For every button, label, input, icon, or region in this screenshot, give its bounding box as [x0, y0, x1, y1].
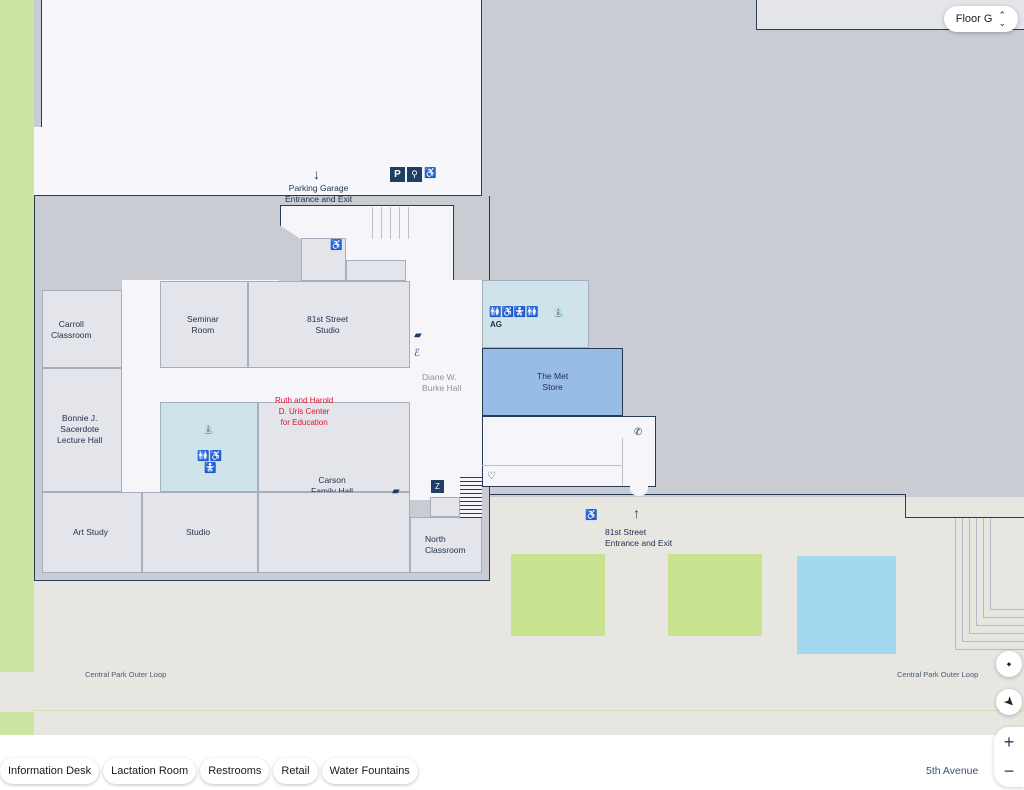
81st-street-entrance-label: 81st Street Entrance and Exit — [605, 527, 673, 548]
restroom-west-icons: 🚻♿ — [197, 451, 222, 462]
terrace-1 — [955, 518, 1024, 650]
road-label-right: Central Park Outer Loop — [897, 670, 979, 679]
assistive-listening-icon: ℰ — [414, 348, 421, 359]
chip-water-fountains[interactable]: Water Fountains — [321, 758, 418, 784]
chip-retail[interactable]: Retail — [273, 758, 318, 784]
park-strip — [0, 0, 34, 735]
upper-building — [34, 0, 482, 196]
east-stairs — [460, 476, 482, 518]
category-chips: Information Desk Lactation Room Restroom… — [0, 758, 418, 784]
terrace-2 — [962, 518, 1024, 642]
room-carson-lower[interactable] — [258, 492, 410, 573]
room-label: Art Study — [73, 527, 108, 537]
fountain-pool — [797, 556, 896, 654]
floor-label: Floor G — [955, 13, 993, 25]
road-line — [34, 710, 1024, 711]
corridor-north-cut — [279, 225, 301, 281]
room-label: The Met Store — [537, 371, 569, 392]
avenue-label: 5th Avenue — [926, 765, 979, 777]
upper-left-wall — [34, 0, 42, 127]
room-studio[interactable]: Studio — [142, 492, 258, 573]
compass-button[interactable]: ⬩ — [996, 651, 1022, 677]
parking-garage-label: Parking Garage Entrance and Exit — [285, 183, 353, 204]
corridor-east — [482, 416, 656, 487]
room-restrooms-west[interactable] — [160, 402, 258, 492]
room-label: Carroll Classroom — [51, 319, 92, 340]
plaza-edge-r — [905, 517, 1024, 518]
elevator-icon: ♿ — [330, 240, 343, 251]
chip-lactation-room[interactable]: Lactation Room — [103, 758, 197, 784]
terrace-5 — [983, 518, 1024, 618]
uris-center-label: Ruth and Harold D. Uris Center for Educa… — [275, 396, 334, 427]
room-met-store[interactable]: The Met Store — [482, 348, 623, 416]
zoom-out-button[interactable]: − — [1003, 761, 1015, 781]
arrow-up-icon: ↑ — [633, 505, 640, 521]
east-inner-wall — [482, 465, 622, 466]
room-label: Seminar Room — [187, 314, 219, 335]
east-inner-wall-v — [622, 438, 623, 486]
parking-icon: P — [390, 167, 405, 182]
plaza-right — [905, 517, 1024, 587]
plaza-edge — [490, 494, 905, 495]
terrace-3 — [969, 518, 1024, 634]
lactation-icon: Z — [431, 480, 444, 493]
zoom-controls: + − — [994, 727, 1024, 787]
water-fountain-west-icon: ⛲ — [202, 424, 215, 435]
floor-selector-button[interactable]: Floor G ⌃⌄ — [943, 6, 1018, 32]
terrace-4 — [976, 518, 1024, 626]
room-label: North Classroom — [425, 534, 466, 555]
locate-me-button[interactable]: ➤ — [996, 689, 1022, 715]
room-label: Bonnie J. Sacerdote Lecture Hall — [57, 413, 103, 445]
compass-icon: ⬩ — [1006, 656, 1012, 671]
entrance-door — [630, 486, 648, 496]
wheelchair-icon: ♿ — [424, 168, 437, 179]
room-art-study[interactable]: Art Study — [42, 492, 142, 573]
room-restrooms-east[interactable]: AG — [482, 280, 589, 348]
room-bonnie-lecture-hall[interactable]: Bonnie J. Sacerdote Lecture Hall — [42, 368, 122, 492]
heart-icon: ♡ — [487, 471, 496, 482]
park-bottom — [0, 672, 34, 712]
plaza-edge-v — [905, 494, 906, 518]
zoom-in-button[interactable]: + — [1003, 732, 1015, 752]
service-room-a — [301, 238, 346, 281]
wheelchair-entrance-icon: ♿ — [585, 510, 598, 521]
information-desk-icon: ▰ — [414, 330, 422, 341]
navigation-arrow-icon: ➤ — [1000, 692, 1019, 711]
floor-map[interactable]: Carroll Classroom Seminar Room 81st Stre… — [0, 0, 1024, 735]
chevron-updown-icon: ⌃⌄ — [998, 10, 1006, 28]
room-seminar[interactable]: Seminar Room — [160, 281, 248, 368]
room-small-east — [430, 497, 460, 517]
chip-information-desk[interactable]: Information Desk — [0, 758, 100, 784]
room-label: Studio — [186, 527, 211, 537]
phone-icon: ✆ — [634, 427, 643, 438]
room-north-classroom[interactable]: North Classroom — [410, 517, 482, 573]
chip-restrooms[interactable]: Restrooms — [200, 758, 270, 784]
room-81st-street-studio[interactable]: 81st Street Studio — [248, 281, 410, 368]
room-label: 81st Street Studio — [307, 314, 349, 335]
information-desk-2-icon: ▰ — [392, 486, 400, 497]
child-icon: 🚼 — [204, 463, 217, 474]
room-carroll-classroom[interactable]: Carroll Classroom — [42, 290, 122, 368]
north-stairs — [372, 207, 416, 239]
bicycle-icon: ⚲ — [407, 167, 422, 182]
service-room-b — [346, 260, 406, 281]
restroom-icons: 🚻♿🚼🚻 — [489, 307, 539, 318]
lawn-center — [668, 554, 762, 636]
water-fountain-icon: ⛲ — [552, 307, 565, 318]
room-carson-family-hall[interactable]: Carson Family Hall — [258, 402, 410, 496]
terrace-6 — [990, 518, 1024, 610]
burke-hall-label: Diane W. Burke Hall — [422, 372, 462, 393]
lawn-left — [511, 554, 605, 636]
ag-label: AG — [490, 320, 502, 329]
room-label: Carson Family Hall — [311, 475, 354, 496]
road-label-left: Central Park Outer Loop — [85, 670, 167, 679]
arrow-down-icon: ↓ — [313, 166, 320, 182]
